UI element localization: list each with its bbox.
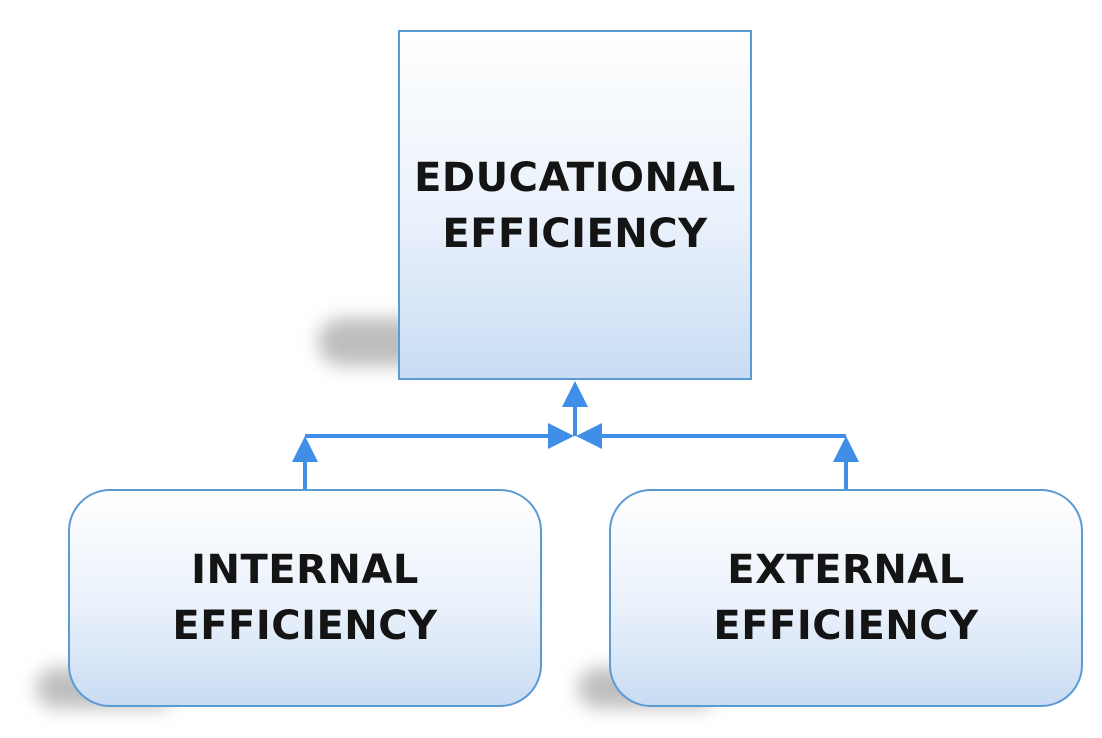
arrowhead-right-up [833,436,859,462]
arrowhead-left-up [292,436,318,462]
arrowhead-left-merge [548,423,574,449]
educational-efficiency-label: EDUCATIONAL EFFICIENCY [414,155,736,257]
internal-efficiency-node: INTERNAL EFFICIENCY [68,489,542,707]
internal-efficiency-label: INTERNAL EFFICIENCY [172,547,438,649]
educational-efficiency-node: EDUCATIONAL EFFICIENCY [398,30,752,380]
external-efficiency-label: EXTERNAL EFFICIENCY [713,547,979,649]
external-efficiency-node: EXTERNAL EFFICIENCY [609,489,1083,707]
arrowhead-right-merge [576,423,602,449]
arrowhead-center-up [562,381,588,407]
